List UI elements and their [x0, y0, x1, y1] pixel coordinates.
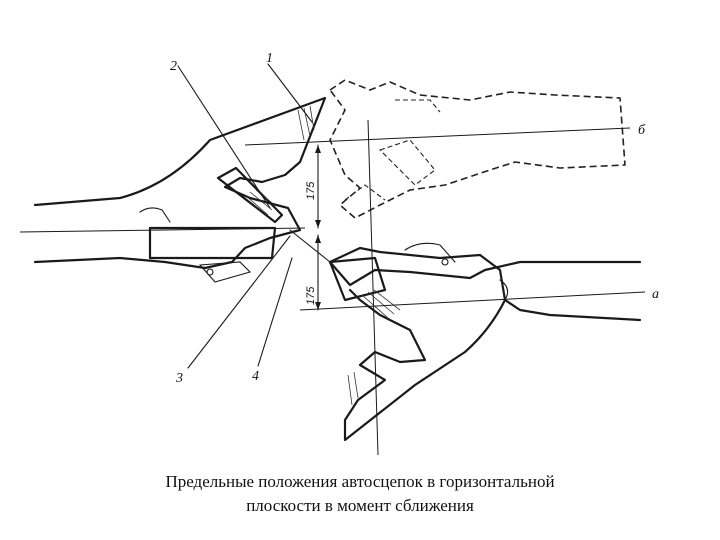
callout-1: 1: [266, 51, 273, 66]
axis-label-a: а: [652, 287, 659, 302]
dimension-lower: 175: [305, 286, 317, 305]
caption-line-1: Предельные положения автосцепок в горизо…: [165, 472, 555, 491]
callout-3: 3: [175, 371, 183, 386]
left-coupler: [33, 96, 327, 283]
leader-lines: [177, 63, 331, 369]
dashed-coupler-position: [329, 79, 626, 219]
dimension-upper: 175: [305, 181, 317, 200]
axis-lines: [19, 119, 646, 456]
right-coupler: [328, 242, 642, 442]
callout-4: 4: [252, 369, 259, 384]
caption-line-2: плоскости в момент сближения: [246, 496, 474, 515]
callout-2: 2: [170, 59, 177, 74]
figure-caption: Предельные положения автосцепок в горизо…: [0, 470, 720, 518]
dimension-lines: [315, 144, 321, 311]
axis-label-b: б: [638, 123, 646, 138]
